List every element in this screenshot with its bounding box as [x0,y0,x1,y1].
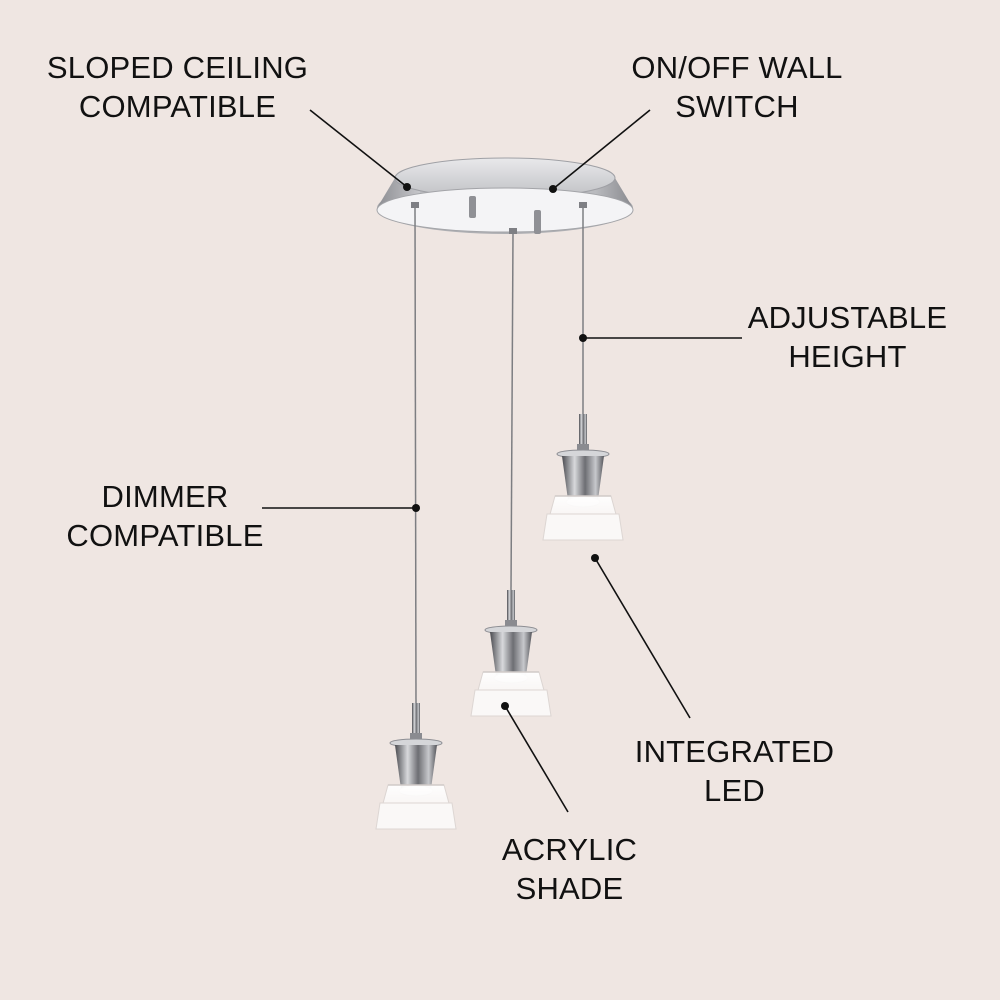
wall-switch-callout: ON/OFF WALL SWITCH [612,48,862,126]
callout-dots [403,183,599,710]
callout-line-1: SLOPED CEILING [46,50,309,85]
callout-line-1: ACRYLIC [501,832,638,867]
callout-line-2: COMPATIBLE [66,518,264,553]
dimmer-callout: DIMMER COMPATIBLE [50,477,280,555]
callout-line-2: COMPATIBLE [78,89,277,124]
pendant-left [375,702,457,830]
callout-line-1: DIMMER [101,479,229,514]
sloped-ceiling-callout: SLOPED CEILING COMPATIBLE [30,48,325,126]
callout-lines [262,109,742,813]
adjustable-height-callout: ADJUSTABLE HEIGHT [735,298,960,376]
suspension-cables [414,207,584,706]
callout-line-2: SHADE [515,871,624,906]
ceiling-canopy [376,157,634,234]
pendant-middle [470,589,552,717]
pendant-right [542,413,624,541]
callout-line-1: ADJUSTABLE [747,300,948,335]
callout-line-2: LED [704,773,765,808]
callout-line-2: HEIGHT [788,339,907,374]
acrylic-shade-callout: ACRYLIC SHADE [482,830,657,908]
callout-line-1: ON/OFF WALL [631,50,843,85]
callout-line-2: SWITCH [675,89,799,124]
integrated-led-callout: INTEGRATED LED [622,732,847,810]
callout-line-1: INTEGRATED [634,734,835,769]
